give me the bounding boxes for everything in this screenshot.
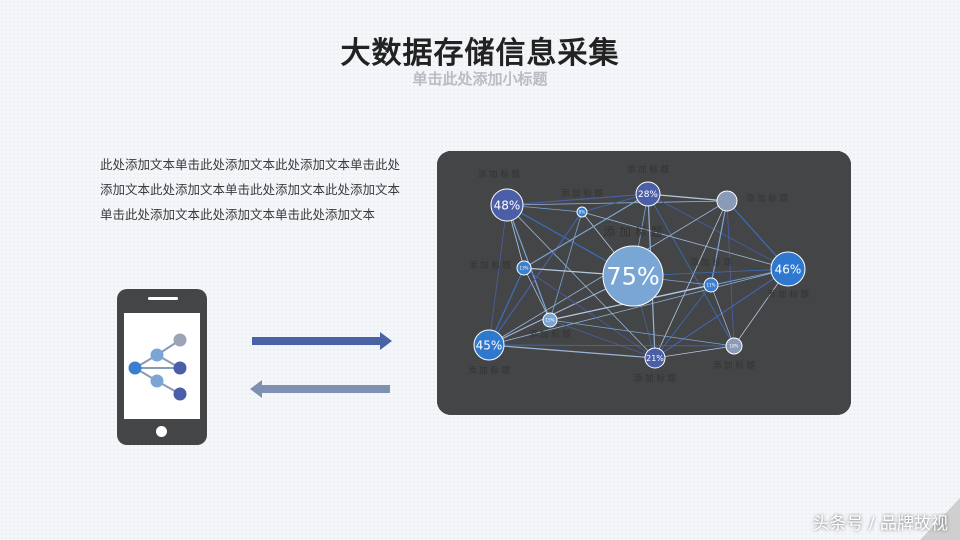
network-edge (523, 193, 649, 269)
network-edge (581, 211, 789, 270)
network-edge (710, 284, 735, 347)
phone-home-button (156, 426, 167, 437)
network-node-ngray: 添 加 标 题 (716, 190, 789, 212)
network-edge (506, 200, 728, 206)
watermark-text: 头条号 / 品牌故视 (812, 514, 948, 534)
network-edge (488, 204, 508, 346)
page-subtitle: 单击此处添加小标题 (412, 70, 548, 88)
network-node-circle (576, 206, 588, 218)
network-node-circle (516, 260, 532, 276)
network-node-value: 15% (546, 317, 555, 322)
phone-screen (124, 313, 200, 419)
network-node-n28: 28% 添 加 标 题 (627, 164, 670, 207)
network-node-circle (602, 245, 664, 307)
network-node-circle (490, 188, 524, 222)
network-node-caption: 添 加 标 题 (469, 260, 512, 271)
network-node-n18: 18% 添 加 标 题 (713, 337, 756, 371)
network-node-value: 11% (707, 282, 716, 287)
network-node-nsmall3: 11% 添 加 标 题 (690, 257, 733, 293)
network-node-circle (716, 190, 738, 212)
network-node-caption: 添 加 标 题 (767, 289, 810, 300)
network-node-value: 18% (730, 343, 739, 348)
network-edge (506, 193, 649, 206)
network-node-nsmall4: 15% 添 加 标 题 (529, 312, 572, 340)
network-edge (523, 267, 551, 321)
network-node-n45: 45% 添 加 标 题 (468, 329, 511, 376)
network-node-caption: 添 加 标 题 (561, 188, 604, 199)
network-node-caption: 添 加 标 题 (634, 373, 677, 384)
network-node-value: 8% (579, 209, 586, 214)
network-node-nsmall2: 13% 添 加 标 题 (469, 260, 532, 276)
network-node-value: 48% (494, 198, 521, 212)
network-node-circle (644, 347, 666, 369)
network-edge (506, 204, 656, 359)
network-node-circle (770, 251, 806, 287)
network-edge (654, 200, 728, 359)
network-node-n21: 21% 添 加 标 题 (634, 347, 677, 384)
arrow-left-icon (250, 380, 390, 398)
network-edge (549, 211, 583, 321)
body-text: 此处添加文本单击此处添加文本此处添加文本单击此处添加文本此处添加文本单击此处添加… (100, 157, 401, 222)
page-title: 大数据存储信息采集 (340, 36, 620, 71)
network-edge (549, 319, 656, 359)
network-node-circle (473, 329, 505, 361)
network-node-value: 21% (646, 354, 664, 363)
network-edge (654, 345, 735, 359)
network-node-value: 46% (775, 262, 802, 276)
network-node-caption: 添 加 标 题 (746, 193, 789, 204)
network-node-caption: 添 加 标 题 (529, 329, 572, 340)
network-node-n46: 46% 添 加 标 题 (767, 251, 810, 300)
network-edge (647, 193, 735, 347)
network-edge (488, 268, 789, 346)
network-node-circle (703, 277, 719, 293)
network-edge (488, 344, 656, 359)
network-edge (523, 267, 656, 359)
smartphone-illustration (117, 289, 207, 445)
network-node-circle (725, 337, 743, 355)
network-node-caption: 添 加 标 题 (627, 164, 670, 175)
network-node-caption: 添 加 标 题 (468, 365, 511, 376)
network-node-caption: 添 加 标 题 (603, 225, 662, 239)
network-edge (726, 200, 735, 347)
share-network-icon (128, 333, 187, 401)
network-edge (710, 200, 728, 286)
network-node-n75: 75% 添 加 标 题 (602, 225, 664, 307)
network-edge (549, 319, 735, 347)
network-edge (647, 193, 789, 270)
network-edge (488, 211, 583, 346)
network-node-n48: 48% 添 加 标 题 (478, 169, 524, 222)
network-node-circle (542, 312, 558, 328)
network-node-circle (635, 181, 661, 207)
arrow-right-icon (252, 332, 392, 350)
phone-speaker (148, 297, 178, 300)
network-node-value: 75% (606, 263, 659, 291)
network-edge (647, 193, 728, 202)
network-node-caption: 添 加 标 题 (713, 360, 756, 371)
network-node-value: 45% (476, 338, 503, 352)
network-node-caption: 添 加 标 题 (690, 257, 733, 268)
network-node-caption: 添 加 标 题 (478, 169, 521, 180)
network-edge (488, 344, 735, 347)
network-node-value: 28% (638, 190, 658, 200)
network-node-nsmall1: 8% 添 加 标 题 (561, 188, 604, 218)
network-node-value: 13% (520, 265, 529, 270)
